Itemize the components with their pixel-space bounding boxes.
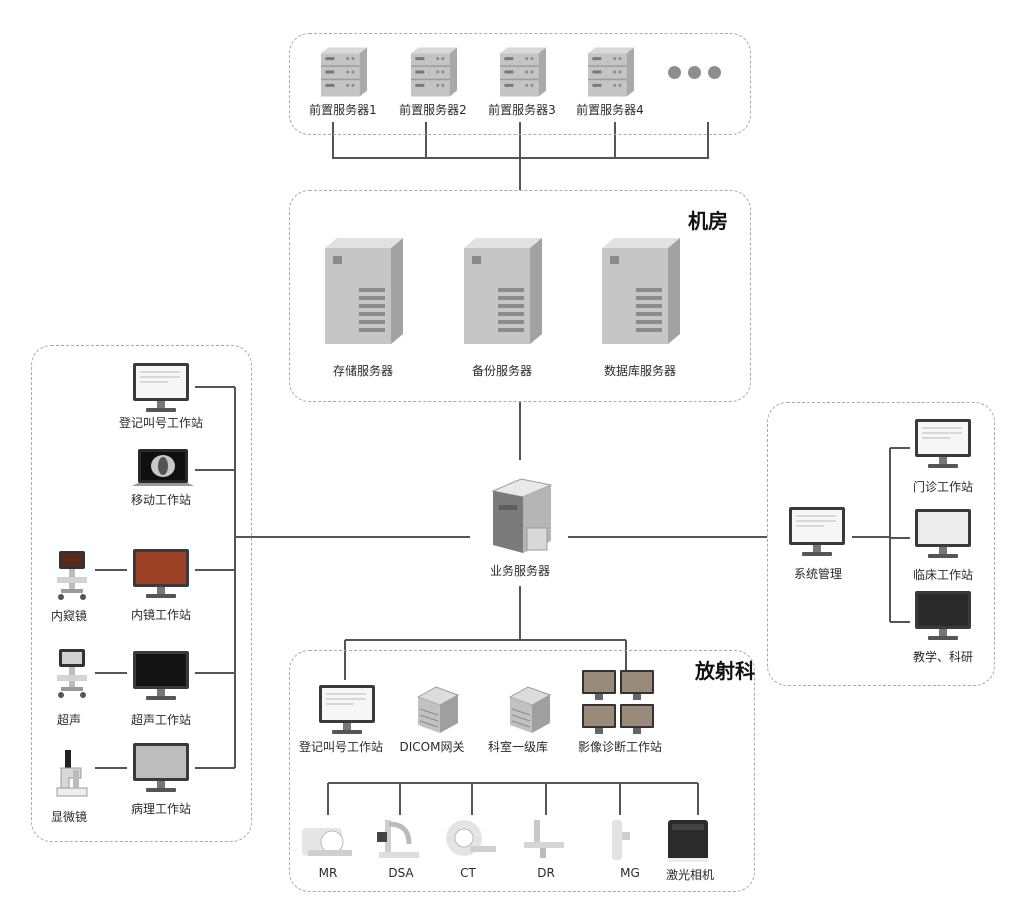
device-links [95, 569, 127, 769]
front-drops [425, 122, 616, 158]
left-workstation-label: 登记叫号工作站 [118, 416, 204, 430]
right-workstation-label: 临床工作站 [912, 568, 974, 582]
front-server-icon [319, 46, 385, 98]
left-workstation-icon [132, 448, 196, 488]
department-library-icon [508, 685, 552, 735]
modality-label: MG [620, 866, 640, 880]
left-device-label: 超声 [56, 713, 82, 727]
left-device-icon [51, 645, 93, 699]
right-trunk-lines [889, 447, 910, 623]
modality-label: DSA [388, 866, 414, 880]
radiology-bus-line [344, 586, 627, 680]
radiology-group [289, 650, 755, 892]
dicom-gateway-icon [416, 685, 460, 735]
room-server-icon [600, 236, 682, 346]
front-server-icon [586, 46, 652, 98]
room-server-icon [462, 236, 544, 346]
modality-label: CT [460, 866, 476, 880]
machine-room-title: 机房 [688, 209, 728, 233]
front-server-group [289, 33, 751, 135]
radiology-node-label: DICOM网关 [399, 740, 465, 754]
room-server-label: 存储服务器 [332, 364, 394, 378]
modality-icon [442, 818, 496, 864]
right-workstation-icon [914, 590, 972, 642]
room-server-icon [323, 236, 405, 346]
modality-icon [375, 818, 429, 864]
room-server-label: 备份服务器 [471, 364, 533, 378]
modality-drops [327, 783, 699, 815]
left-workstation-icon [132, 742, 190, 794]
left-workstation-label: 超声工作站 [130, 713, 192, 727]
left-device-label: 显微镜 [50, 810, 88, 824]
room-server-label: 数据库服务器 [603, 364, 677, 378]
system-management-label: 系统管理 [793, 567, 843, 581]
radiology-node-label: 科室一级库 [487, 740, 549, 754]
radiology-node-label: 登记叫号工作站 [298, 740, 384, 754]
left-workstation-label: 内镜工作站 [130, 608, 192, 622]
machine-room-group [289, 190, 751, 402]
front-server-icon [409, 46, 475, 98]
left-device-label: 内窥镜 [50, 609, 88, 623]
front-server-label: 前置服务器3 [488, 103, 556, 117]
front-server-label: 前置服务器4 [576, 103, 644, 117]
right-workstation-icon [914, 418, 972, 470]
radiology-registration-icon [318, 684, 376, 736]
modality-icon [520, 818, 574, 864]
right-workstation-label: 教学、科研 [912, 650, 974, 664]
diagnosis-workstation-icon [582, 670, 656, 736]
left-workstation-icon [132, 362, 190, 414]
modality-icon [664, 818, 718, 864]
front-server-label: 前置服务器1 [309, 103, 377, 117]
business-server-node [487, 473, 555, 555]
system-management-icon [788, 506, 846, 558]
front-server-label: 前置服务器2 [399, 103, 467, 117]
radiology-title: 放射科 [695, 659, 755, 683]
front-server-icon [498, 46, 564, 98]
modality-label: 激光相机 [665, 868, 715, 882]
modality-label: MR [318, 866, 338, 880]
left-branches [195, 386, 235, 769]
left-device-icon [51, 547, 93, 601]
left-workstation-label: 病理工作站 [130, 802, 192, 816]
modality-icon [302, 818, 356, 864]
left-device-icon [51, 748, 93, 802]
right-workstation-icon [914, 508, 972, 560]
left-workstation-icon [132, 548, 190, 600]
business-server-icon [491, 478, 553, 553]
radiology-node-label: 影像诊断工作站 [577, 740, 663, 754]
left-workstation-icon [132, 650, 190, 702]
left-department-group [31, 345, 252, 842]
business-server-label: 业务服务器 [489, 564, 551, 578]
left-workstation-label: 移动工作站 [130, 493, 192, 507]
more-servers-icon [668, 64, 728, 83]
modality-label: DR [537, 866, 555, 880]
right-workstation-label: 门诊工作站 [912, 480, 974, 494]
modality-icon [604, 818, 658, 864]
right-department-group [767, 402, 995, 686]
